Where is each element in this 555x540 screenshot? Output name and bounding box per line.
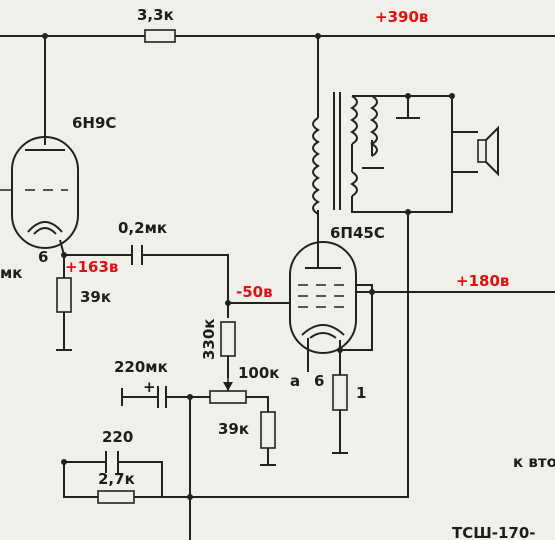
label-v180: +180в (456, 272, 509, 290)
tube-6p45s-envelope (289, 241, 357, 354)
transformer-secondary-coil-2 (350, 171, 358, 197)
label-r-1: 1 (356, 384, 366, 402)
tube-6n9s-heater (33, 227, 57, 235)
capacitors (105, 245, 167, 473)
tube-6p45s-heater (309, 332, 337, 339)
speaker-magnet (477, 139, 487, 163)
label-r330k: 330к (200, 319, 218, 361)
speaker-icon (477, 125, 499, 177)
label-transformer: ТСШ-170- (452, 524, 536, 540)
resistor-1-ohm (332, 374, 348, 411)
label-mk-left: мк (0, 264, 22, 282)
capacitor-220mk (157, 386, 167, 408)
speaker-cone (485, 125, 499, 177)
label-r39k-bot: 39к (218, 420, 249, 438)
label-r-top: 3,3к (137, 6, 174, 24)
capacitor-0-2mk (131, 245, 143, 265)
label-cap-220mk: 220мк (114, 358, 168, 376)
resistor-2-7k (97, 490, 135, 504)
tube-6p45s-cathode (301, 324, 345, 336)
tube-6p45s (289, 241, 357, 354)
transformer-taps (351, 95, 408, 213)
transformer-core (333, 92, 341, 210)
label-v163: +163в (65, 258, 118, 276)
labels: 3,3к +390в 6Н9С 6 мк +163в 0,2мк 39к 6П4… (0, 6, 555, 540)
resistor-3-3k (144, 29, 176, 43)
wires (0, 35, 555, 540)
label-pin-6: 6 (314, 372, 324, 390)
output-transformer (312, 92, 408, 215)
label-plus-sign: + (143, 378, 156, 396)
label-cap-coupling: 0,2мк (118, 219, 167, 237)
label-pin-a: а (290, 372, 300, 390)
label-tube2: 6П45С (330, 224, 385, 242)
label-v50: -50в (236, 283, 273, 301)
label-to-second: к вто (513, 453, 555, 471)
tube-6n9s-envelope (11, 136, 79, 249)
transformer-primary-coil (312, 117, 320, 215)
resistor-39k-bias (260, 411, 276, 449)
label-tube1: 6Н9С (72, 114, 116, 132)
resistors (56, 29, 348, 504)
label-v390: +390в (375, 8, 428, 26)
label-pot-100k: 100к (238, 364, 280, 382)
resistor-39k-cathode (56, 277, 72, 313)
pot-wiper-arrow (223, 382, 233, 391)
resistor-330k (220, 321, 236, 357)
junctions (42, 33, 455, 500)
transformer-secondary-coil-1 (350, 95, 358, 145)
tube-6n9s-cathode (27, 221, 63, 233)
tube-6n9s (0, 136, 79, 249)
potentiometer-100k (209, 390, 247, 404)
label-cap-220: 220 (102, 428, 133, 446)
capacitor-220 (105, 451, 119, 473)
transformer-secondary-coil-3 (370, 95, 378, 157)
label-r-2-7k: 2,7к (98, 470, 135, 488)
label-tube1-pin: 6 (38, 248, 48, 266)
label-r39k-top: 39к (80, 288, 111, 306)
